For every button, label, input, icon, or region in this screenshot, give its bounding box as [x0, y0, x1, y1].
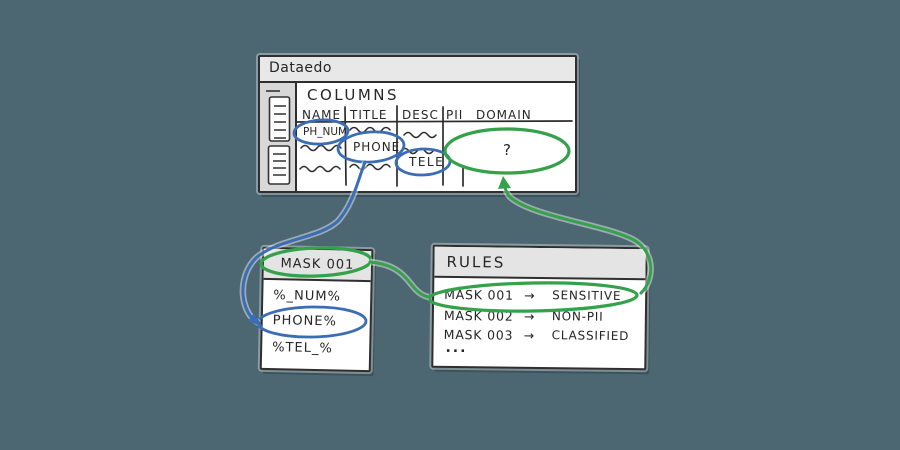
dataedo-window: Dataedo COLUMNS NAME TITLE DESC PII DOMA…: [258, 55, 577, 193]
cell-domain-value: ?: [503, 141, 512, 159]
rules-panel-title: RULES: [446, 252, 506, 272]
mask-pattern-item: %_NUM%: [273, 288, 342, 305]
mask-panel: MASK 001 %_NUM% PHONE% %TEL_%: [259, 246, 374, 373]
column-header-domain: DOMAIN: [476, 108, 532, 122]
rule-category: CLASSIFIED: [551, 328, 630, 344]
rule-row: MASK 003 → CLASSIFIED: [444, 327, 630, 344]
mask-pattern-item: %TEL_%: [272, 340, 333, 357]
mask-pattern-item: PHONE%: [272, 313, 338, 330]
column-header-name: NAME: [302, 108, 342, 122]
rule-mask: MASK 001: [444, 286, 514, 303]
tree-sidebar: [260, 83, 297, 191]
rules-panel-header: RULES: [434, 246, 646, 281]
rule-row: MASK 001 → SENSITIVE: [444, 287, 621, 304]
cell-name-value: PH_NUM: [303, 126, 348, 138]
connector-halo: [369, 258, 430, 301]
mask-panel-header: MASK 001: [263, 248, 372, 283]
mask-panel-title: MASK 001: [280, 256, 355, 273]
green-connector-mask-to-rule: [368, 258, 431, 301]
rule-arrow-icon: →: [523, 327, 536, 343]
rule-category: NON-PII: [551, 309, 604, 324]
window-titlebar: Dataedo: [260, 57, 575, 83]
window-title: Dataedo: [269, 60, 332, 76]
rule-mask: MASK 002: [443, 307, 514, 324]
rules-ellipsis: ...: [445, 339, 468, 357]
rule-arrow-icon: →: [524, 287, 536, 303]
columns-panel-title: COLUMNS: [307, 86, 400, 104]
rule-row: MASK 002 → NON-PII: [444, 308, 604, 325]
rules-panel: RULES MASK 001 → SENSITIVE MASK 002 → NO…: [431, 244, 648, 371]
rule-arrow-icon: →: [523, 308, 536, 324]
rule-category: SENSITIVE: [552, 288, 622, 303]
column-header-desc: DESC: [402, 108, 439, 122]
connector-line-green: [368, 260, 431, 299]
cell-desc-value: TELE: [409, 155, 445, 169]
column-header-title: TITLE: [350, 108, 388, 122]
column-header-pii: PII: [446, 108, 464, 122]
cell-title-value: PHONE: [353, 140, 401, 154]
